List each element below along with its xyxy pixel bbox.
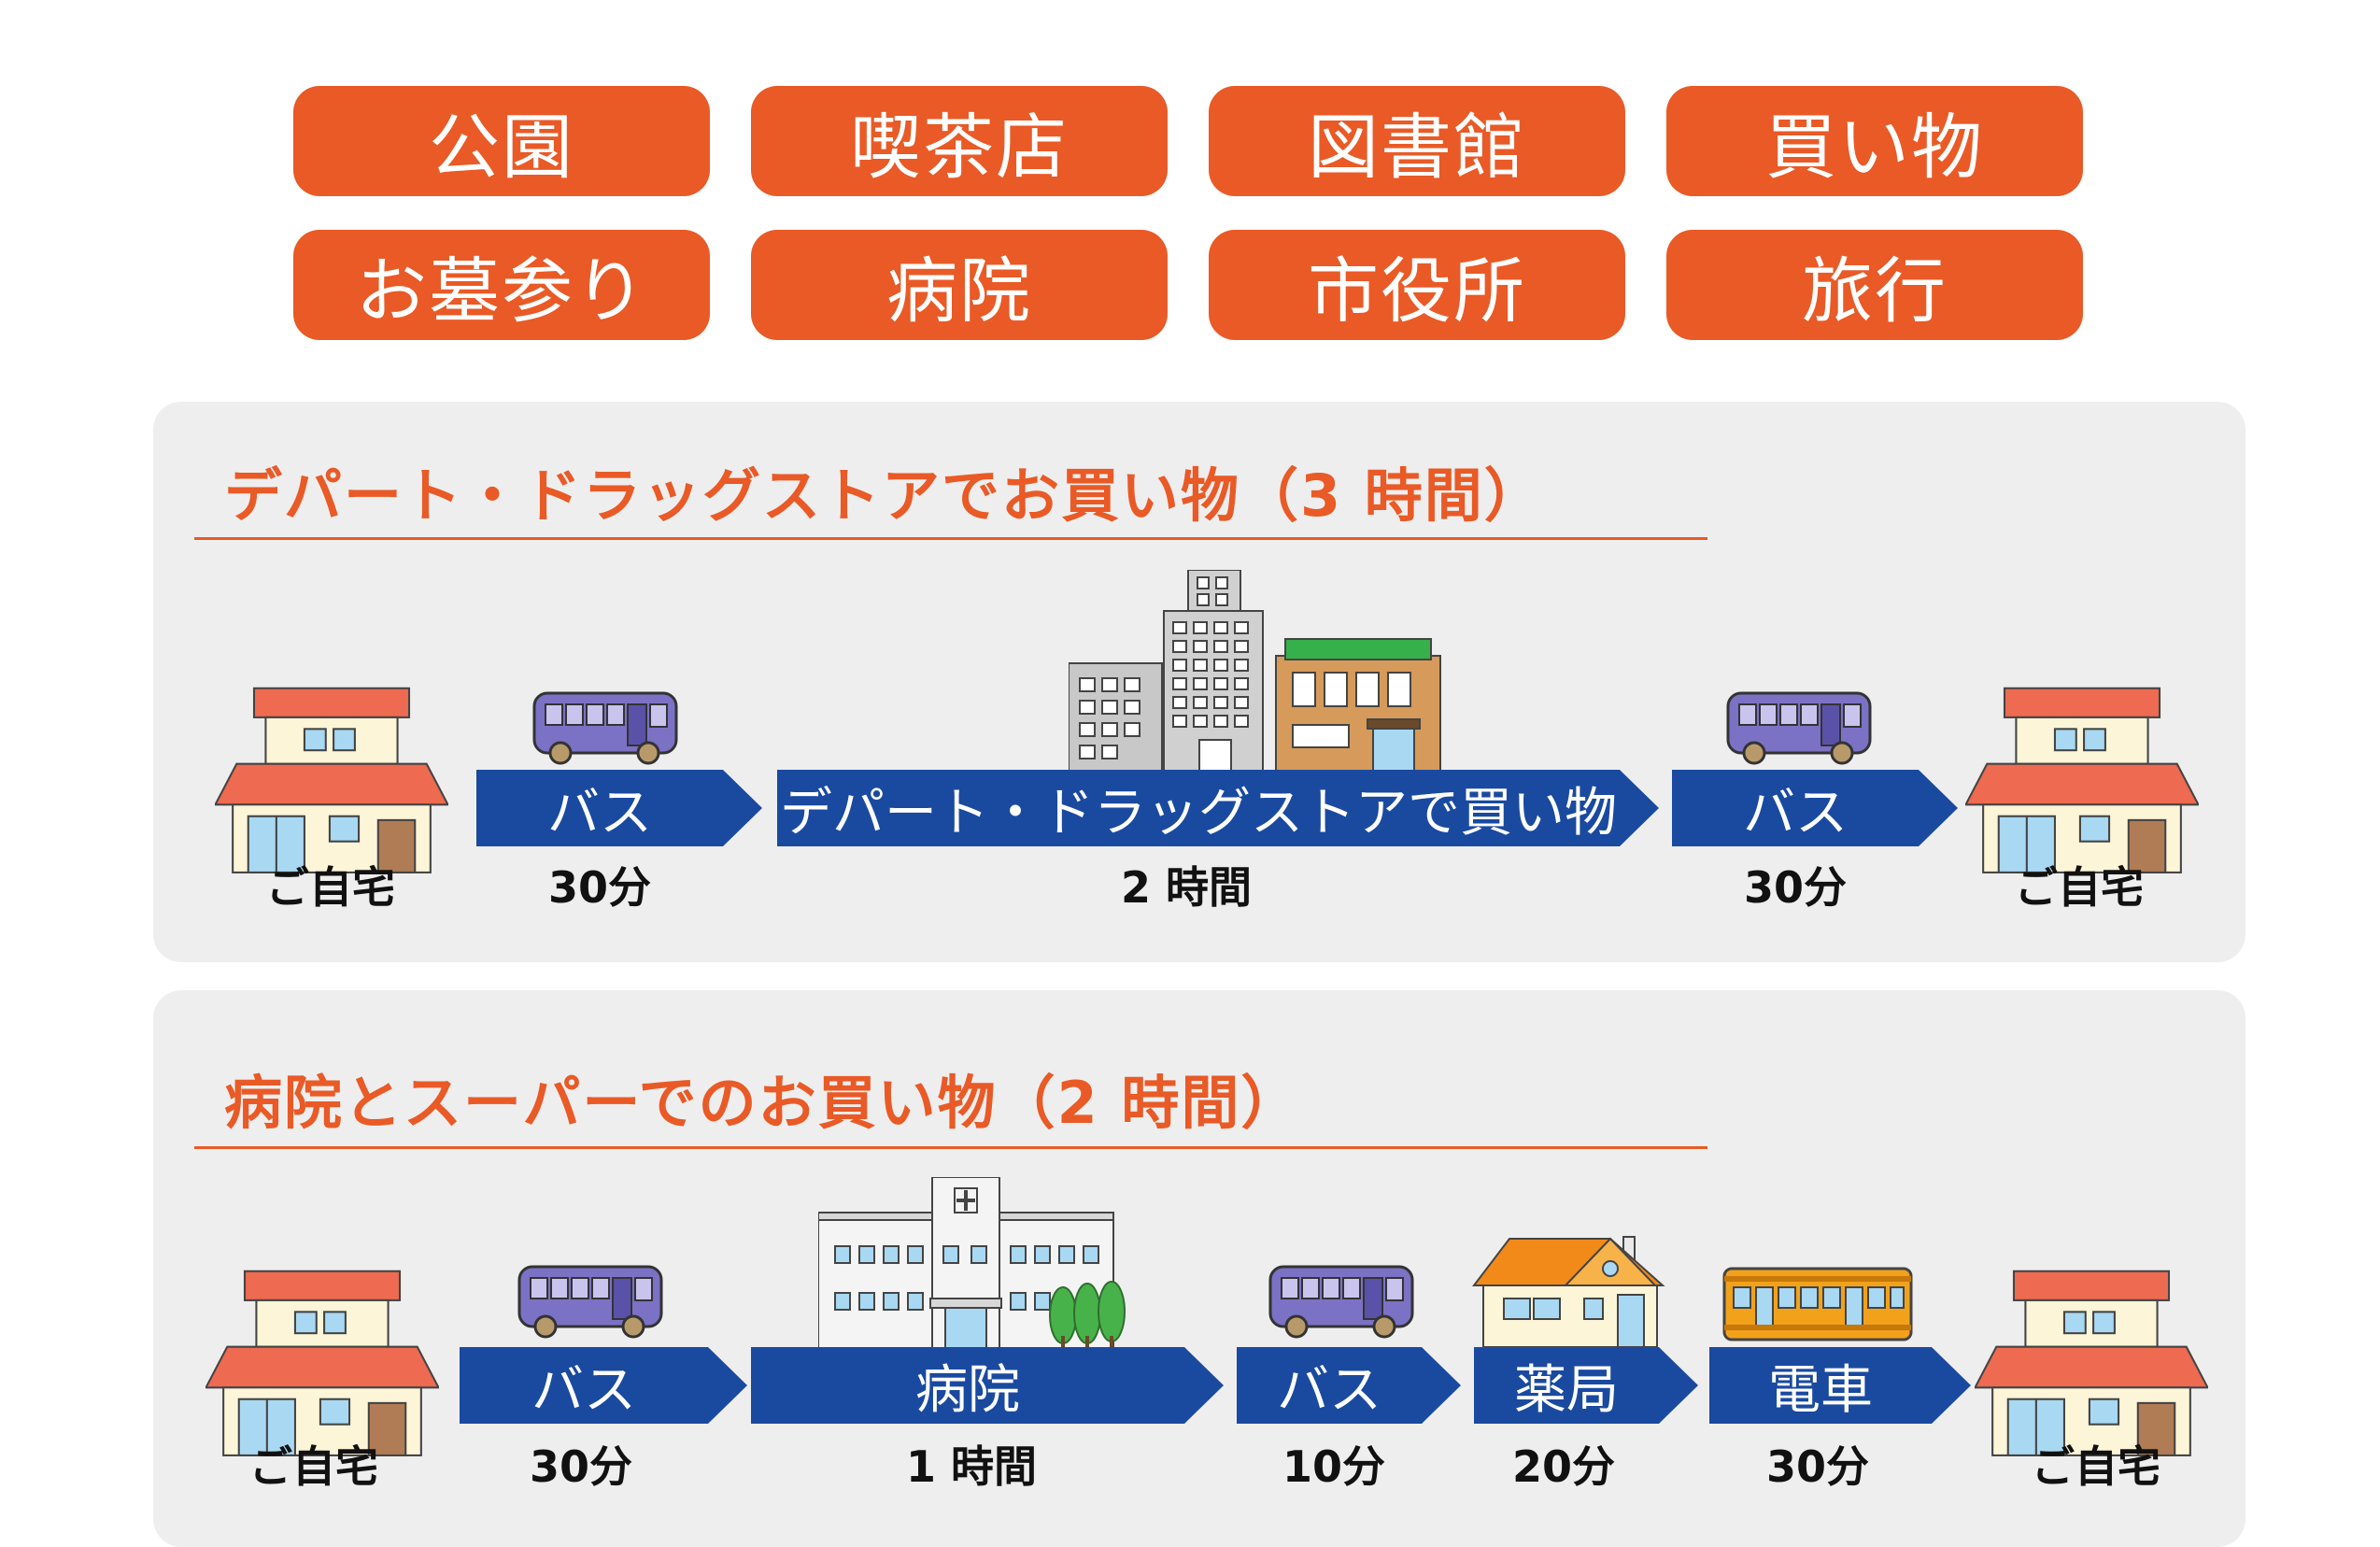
title-underline [194, 537, 1707, 540]
route-step-arrow: バス [1672, 770, 1958, 846]
duration-label: 2 時間 [1074, 854, 1298, 915]
tag-travel: 旅行 [1666, 230, 2083, 340]
hospital-icon [818, 1177, 1132, 1349]
home-label: ご自宅 [219, 854, 443, 915]
duration-label: 30分 [1706, 1433, 1930, 1495]
duration-label: 30分 [488, 854, 712, 915]
pharmacy-house-icon [1472, 1231, 1668, 1349]
tag-library: 図書館 [1209, 86, 1625, 196]
route-step-arrow: 病院 [751, 1347, 1224, 1424]
route-step-arrow: デパート・ドラッグストアで買い物 [777, 770, 1659, 846]
route-panel-hospital-supermarket: 病院とスーパーでのお買い物（2 時間） [153, 990, 2245, 1547]
house-icon [205, 1252, 439, 1457]
home-label: ご自宅 [202, 1433, 426, 1495]
route-panel-department-store: デパート・ドラッグストアでお買い物（3 時間） [153, 402, 2245, 962]
duration-label: 20分 [1452, 1433, 1676, 1495]
route-step-arrow: 薬局 [1474, 1347, 1698, 1424]
home-label: ご自宅 [1984, 1433, 2208, 1495]
duration-label: 1 時間 [859, 1433, 1084, 1495]
bus-icon [1724, 688, 1874, 772]
tag-hospital: 病院 [751, 230, 1168, 340]
tag-cafe: 喫茶店 [751, 86, 1168, 196]
duration-label: 30分 [1683, 854, 1907, 915]
route-step-arrow: バス [460, 1347, 747, 1424]
title-underline [194, 1146, 1707, 1149]
tag-grave-visit: お墓参り [293, 230, 710, 340]
train-icon [1722, 1267, 1915, 1343]
house-icon [1975, 1252, 2208, 1457]
house-icon [1965, 669, 2199, 874]
buildings-icon [1069, 570, 1452, 775]
bus-icon [1267, 1261, 1416, 1345]
house-icon [215, 669, 448, 874]
route-step-arrow: バス [476, 770, 762, 846]
panel-title: 病院とスーパーでのお買い物（2 時間） [224, 1056, 1300, 1140]
duration-label: 30分 [469, 1433, 693, 1495]
route-step-arrow: 電車 [1709, 1347, 1971, 1424]
duration-label: 10分 [1222, 1433, 1446, 1495]
tag-city-hall: 市役所 [1209, 230, 1625, 340]
home-label: ご自宅 [1967, 854, 2191, 915]
tag-shopping: 買い物 [1666, 86, 2083, 196]
tag-park: 公園 [293, 86, 710, 196]
route-step-arrow: バス [1237, 1347, 1461, 1424]
category-tags: 公園 喫茶店 図書館 買い物 お墓参り 病院 市役所 旅行 [293, 86, 2087, 343]
bus-icon [531, 688, 680, 772]
panel-title: デパート・ドラッグストアでお買い物（3 時間） [224, 448, 1544, 532]
bus-icon [516, 1261, 665, 1345]
